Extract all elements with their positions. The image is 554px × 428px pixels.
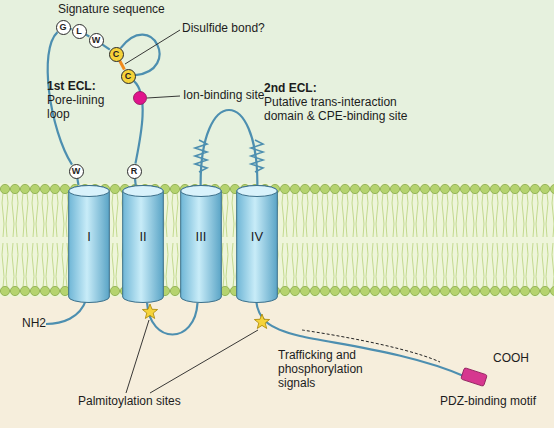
palmitoylation-star [254,314,269,328]
helix-cylinder: IV [236,185,278,303]
connector-line [77,178,78,185]
helix-number: III [180,229,222,244]
cylinder-outline [122,185,164,303]
leader-line [150,330,258,393]
leader-line [125,30,180,64]
residue-circle: W [69,164,84,179]
section-heading: 1st ECL: [47,80,96,94]
cylinder-cap [181,186,222,197]
disulfide-bond [120,61,125,70]
residue-circle: G [56,20,71,35]
connector-line [120,61,125,70]
cylinder-body [123,186,164,303]
residue-circle: R [127,164,142,179]
annotation-label: COOH [493,352,529,366]
annotation-label: PDZ-binding motif [440,395,536,409]
cylinder-body [237,186,278,303]
cylinder-cap [69,186,110,197]
residue-letter: W [90,34,103,47]
n-terminal-tail [46,300,86,324]
ion-binding-dot [134,92,147,105]
annotation-label: Disulfide bond? [182,22,265,36]
helix-number: I [68,229,110,244]
annotation-label: Pore-lining loop [47,94,119,122]
helix-cylinder: I [68,185,110,303]
cylinder-outline [180,185,222,303]
residue-circle: C [109,47,124,62]
extracellular-space [0,0,554,186]
helix-cylinder: III [180,185,222,303]
helix-number: IV [236,229,278,244]
residue-circle: W [89,33,104,48]
helix-cylinder: II [122,185,164,303]
loop-segment [102,44,110,49]
residue-circle: C [121,69,136,84]
loop-segment [201,110,258,185]
pdz-binding-box [461,368,488,387]
cylinder-body [181,186,222,303]
annotation-label: Ion-binding site [183,89,264,103]
leader-line [147,96,180,98]
annotation-label: Palmitoylation sites [78,395,181,409]
residue-letter: W [70,165,83,178]
annotation-label: NH2 [22,317,46,331]
cylinder-cap [237,186,278,197]
residue-letter: L [73,25,86,38]
palmitoylation-star [142,304,157,318]
annotation-label: Putative trans-interaction domain & CPE-… [264,96,432,124]
annotation-label: Trafficking and phosphorylation signals [278,349,378,390]
connector-line [134,178,137,185]
section-heading: 2nd ECL: [264,82,317,96]
cylinder-body [69,186,110,303]
annotation-label: Signature sequence [58,3,165,17]
residue-letter: C [110,48,123,61]
connector-line [102,44,110,49]
residue-letter: C [122,70,135,83]
residue-letter: R [128,165,141,178]
loop-segment [77,178,78,185]
cylinder-cap [123,186,164,197]
cylinder-outline [68,185,110,303]
cylinder-outline [236,185,278,303]
loop-segment [134,178,136,185]
residue-circle: L [72,24,87,39]
residue-letter: G [57,21,70,34]
leader-line [126,320,149,393]
helix-number: II [122,229,164,244]
connector-line [201,110,258,185]
